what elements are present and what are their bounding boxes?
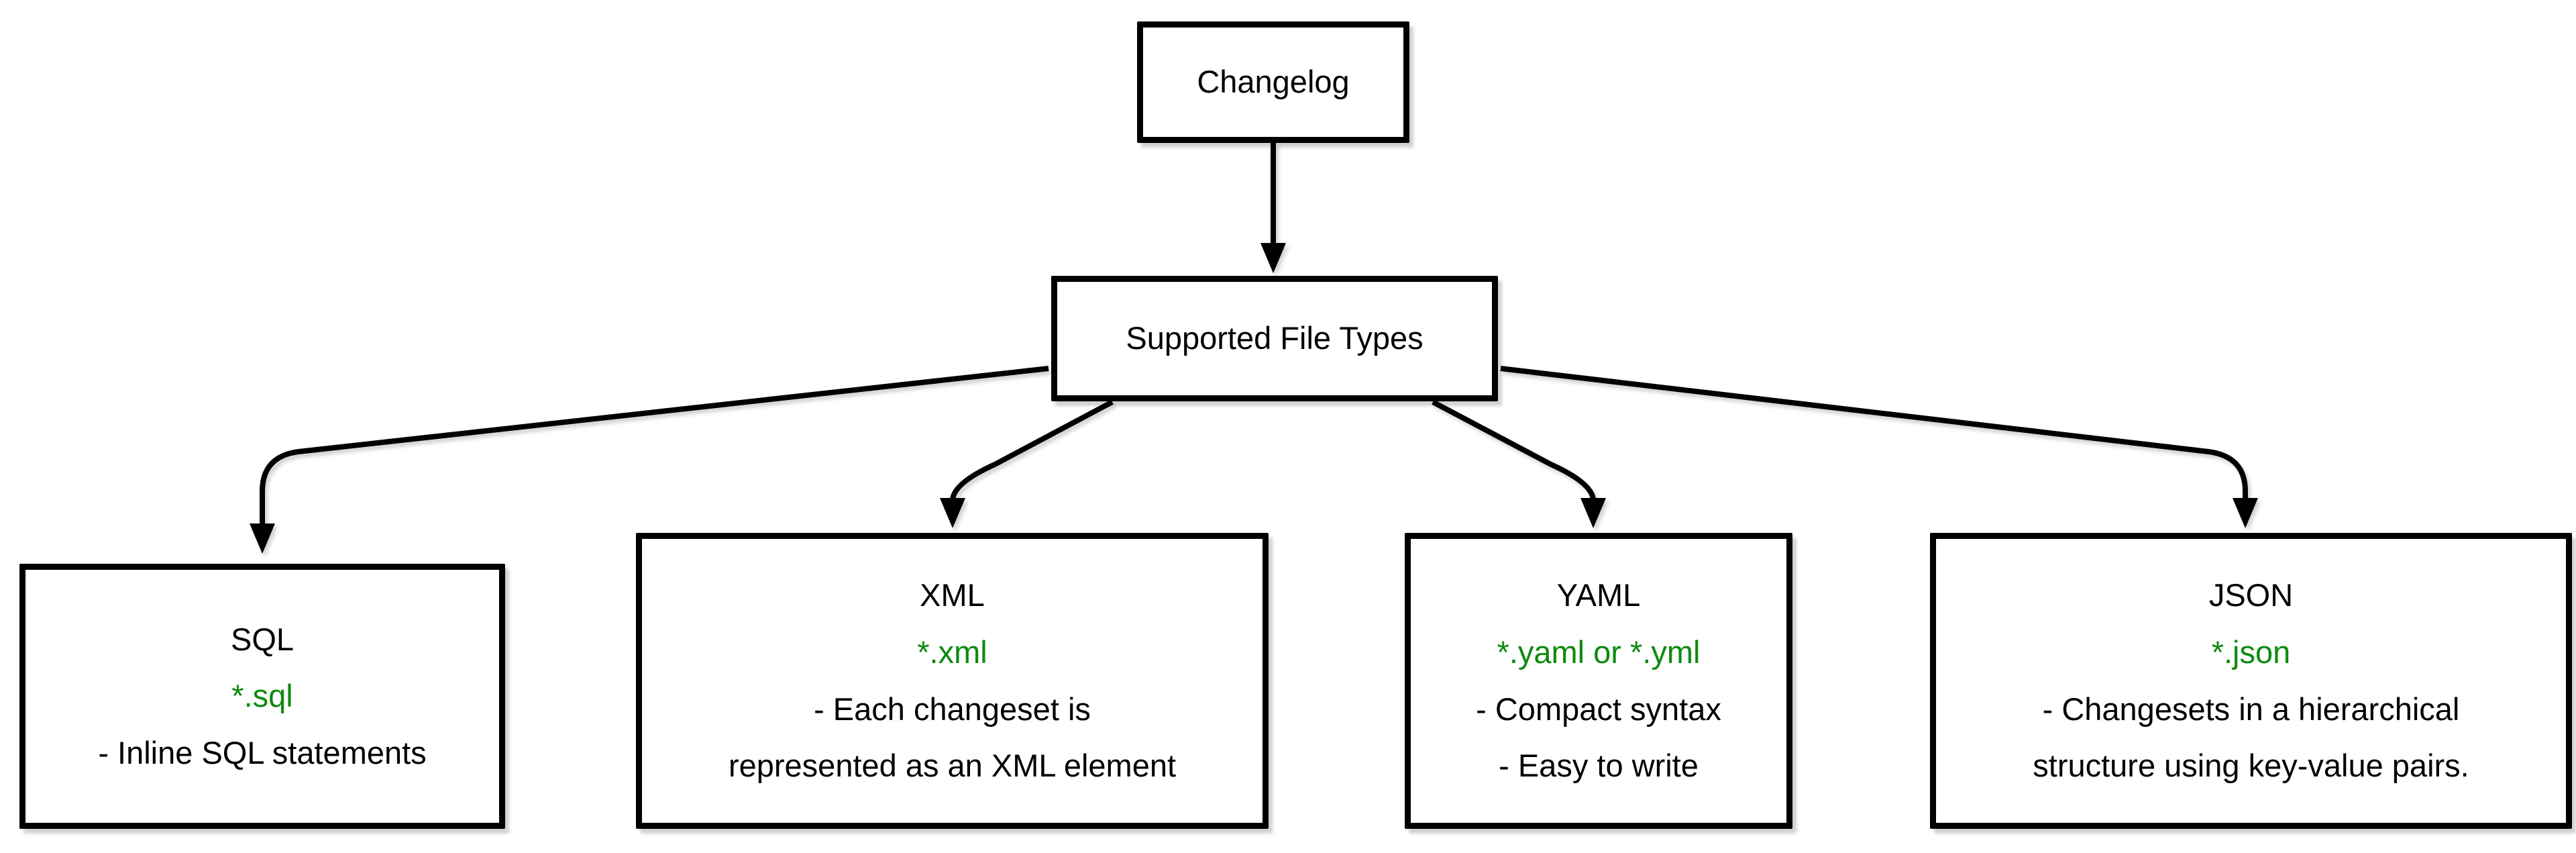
arrow-hub-to-xml [950, 399, 1114, 500]
node-xml: XML *.xml - Each changeset is represente… [636, 533, 1269, 829]
node-hub-label: Supported File Types [1126, 320, 1424, 356]
arrowhead-xml [940, 498, 965, 528]
file-type-pattern: *.json [2211, 634, 2291, 670]
arrow-hub-to-yaml [1432, 399, 1596, 500]
node-supported-file-types: Supported File Types [1051, 276, 1498, 401]
file-type-pattern: *.xml [917, 634, 987, 670]
file-type-pattern: *.sql [231, 678, 293, 714]
file-type-pattern: *.yaml or *.yml [1497, 634, 1701, 670]
node-json: JSON *.json - Changesets in a hierarchic… [1930, 533, 2572, 829]
arrowhead-sql [250, 523, 275, 554]
file-type-description: - Changesets in a hierarchical structure… [2033, 691, 2469, 784]
file-type-name: YAML [1556, 577, 1641, 613]
arrowhead-yaml [1580, 498, 1606, 528]
node-changelog: Changelog [1137, 21, 1409, 143]
file-type-description: - Inline SQL statements [98, 734, 427, 770]
arrow-hub-to-json [1500, 366, 2248, 499]
node-yaml: YAML *.yaml or *.yml - Compact syntax - … [1405, 533, 1792, 829]
file-type-name: JSON [2208, 577, 2294, 613]
arrow-hub-to-sql [260, 366, 1049, 525]
node-changelog-label: Changelog [1197, 64, 1350, 100]
file-type-name: XML [920, 577, 985, 613]
arrowhead-hub [1260, 243, 1286, 273]
arrowhead-json [2233, 498, 2258, 528]
node-sql: SQL *.sql - Inline SQL statements [19, 564, 505, 829]
file-type-description: - Compact syntax - Easy to write [1476, 691, 1721, 784]
file-type-description: - Each changeset is represented as an XM… [728, 691, 1177, 784]
file-type-name: SQL [230, 621, 294, 657]
